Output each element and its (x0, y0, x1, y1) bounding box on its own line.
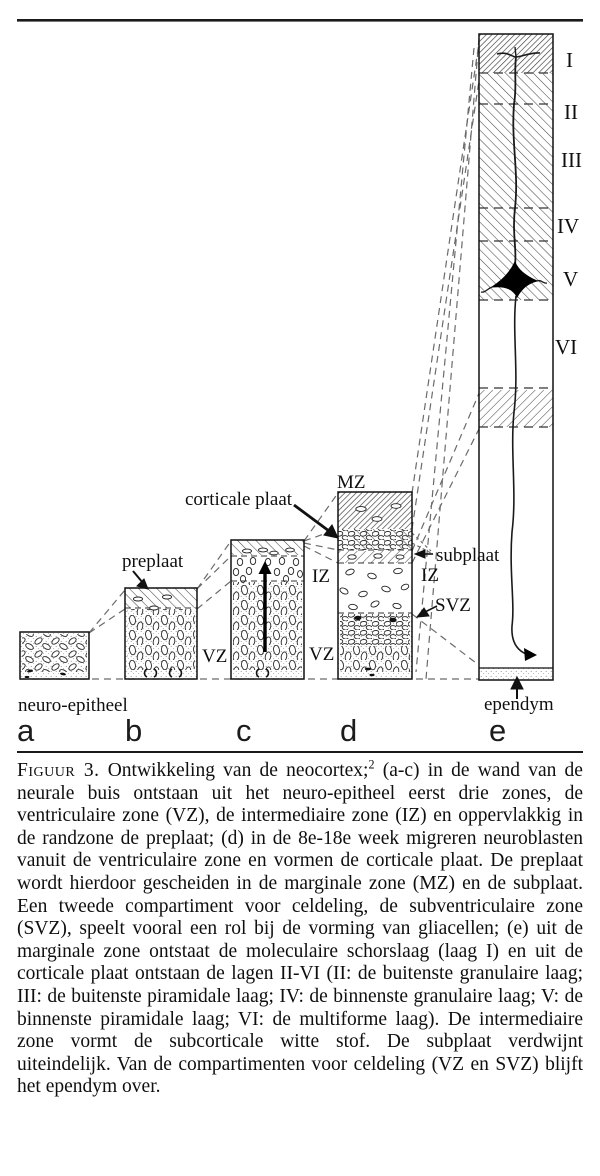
layer-label-IV: IV (557, 214, 579, 238)
cortical-layer-numerals: I II III IV V VI (555, 48, 582, 359)
figure-caption-presup: Ontwikkeling van de neocortex; (99, 760, 369, 781)
layer-label-III: III (561, 148, 582, 172)
panel-letter-b: b (125, 713, 142, 748)
annotation-arrows (132, 503, 524, 699)
layer-label-II: II (564, 100, 578, 124)
column-a-neuro-epitheel (19, 631, 90, 680)
layer-label-V: V (563, 267, 578, 291)
label-subplaat: subplaat (436, 545, 500, 566)
panel-letter-a: a (17, 713, 35, 748)
column-c-migration-stage (230, 539, 305, 680)
label-preplaat: preplaat (122, 551, 184, 572)
panel-letter-d: d (340, 713, 357, 748)
migration-arrow (258, 561, 272, 652)
label-iz-left: IZ (312, 566, 330, 587)
label-mz: MZ (337, 472, 366, 493)
figure-caption-lead: Figuur 3. (17, 760, 100, 781)
column-e-mature-cortex (478, 33, 554, 681)
iz-cells (339, 567, 410, 611)
panel-letter-row: a b c d e (17, 713, 506, 748)
column-d-cortical-plate-stage (337, 491, 413, 680)
label-svz: SVZ (435, 595, 471, 616)
layer-label-VI: VI (555, 335, 577, 359)
pyramidal-neuron (480, 46, 548, 661)
label-neuro-epitheel: neuro-epitheel (18, 695, 128, 716)
label-vz-d: VZ (309, 644, 334, 665)
label-vz-c: VZ (202, 646, 227, 667)
figure-caption-body: (a-c) in de wand van de neurale buis ont… (17, 760, 583, 1098)
figure-caption-footnote-ref: 2 (368, 757, 375, 772)
neocortex-development-diagram: preplaat corticale plaat MZ IZ IZ VZ VZ … (17, 19, 583, 748)
figure-caption-text: Figuur 3. Ontwikkeling van de neocortex;… (17, 757, 583, 1099)
label-iz-right: IZ (421, 565, 439, 586)
column-b-preplaat-stage (124, 587, 198, 680)
label-ependym: ependym (484, 694, 554, 715)
panel-letter-e: e (489, 713, 506, 748)
layer-label-I: I (566, 48, 573, 72)
figure-caption: Figuur 3. Ontwikkeling van de neocortex;… (17, 751, 583, 1099)
top-rule (17, 19, 583, 22)
panel-letter-c: c (236, 713, 252, 748)
label-corticale-plaat: corticale plaat (185, 489, 293, 510)
ependym-band (479, 668, 553, 680)
